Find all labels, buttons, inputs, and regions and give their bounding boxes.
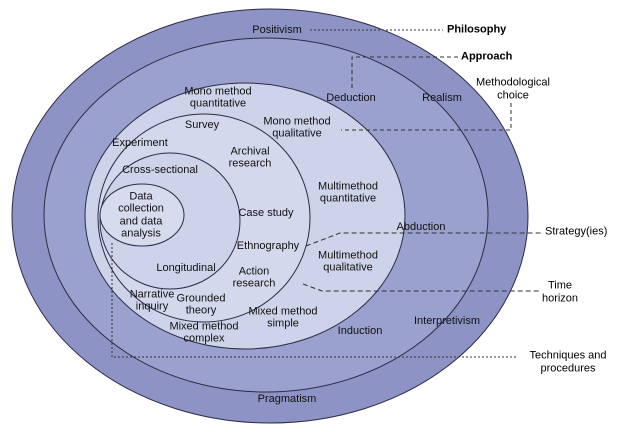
side-label-methodological-choice: Methodological choice (476, 76, 550, 101)
label-induction: Induction (337, 324, 383, 337)
strategy-leader-line (305, 232, 542, 247)
approach-leader-line (351, 56, 458, 88)
label-action-research: Action research (232, 265, 276, 290)
label-mixed-method-complex: Mixed method complex (169, 320, 239, 345)
label-mono-method-quantitative: Mono method quantitative (184, 85, 252, 110)
label-longitudinal: Longitudinal (156, 261, 216, 274)
label-ethnography: Ethnography (236, 239, 300, 252)
ring-core-ellipse (99, 183, 185, 247)
label-narrative-inquiry: Narrative inquiry (129, 288, 175, 313)
side-label-philosophy: Philosophy (447, 23, 507, 36)
label-mono-method-qualitative: Mono method qualitative (263, 115, 331, 140)
techniques-leader-line (111, 241, 516, 358)
label-experiment: Experiment (112, 136, 168, 149)
label-multimethod-qualitative: Multimethod qualitative (318, 249, 378, 274)
label-data-collection-analysis: Data collection and data analysis (118, 190, 164, 240)
label-grounded-theory: Grounded theory (176, 292, 226, 317)
side-label-strategies: Strategy(ies) (545, 225, 608, 238)
label-abduction: Abduction (396, 220, 446, 233)
methodological-choice-leader-line (341, 103, 512, 131)
label-multimethod-quantitative: Multimethod quantitative (318, 180, 378, 205)
label-interpretivism: Interpretivism (413, 314, 481, 327)
side-label-approach: Approach (461, 50, 513, 63)
label-cross-sectional: Cross-sectional (122, 163, 198, 176)
label-case-study: Case study (238, 206, 294, 219)
label-pragmatism: Pragmatism (257, 392, 317, 405)
side-label-time-horizon: Time horizon (541, 279, 579, 304)
label-positivism: Positivism (252, 23, 302, 36)
label-mixed-method-simple: Mixed method simple (248, 305, 318, 330)
label-deduction: Deduction (326, 91, 376, 104)
side-label-techniques-procedures: Techniques and procedures (529, 349, 607, 374)
label-realism: Realism (422, 91, 462, 104)
label-survey: Survey (184, 118, 220, 131)
label-archival-research: Archival research (228, 145, 272, 170)
time-horizon-leader-line (302, 283, 540, 292)
